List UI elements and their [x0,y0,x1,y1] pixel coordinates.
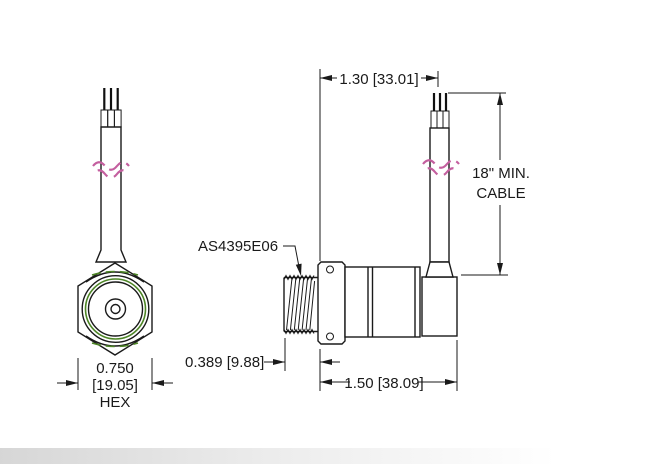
leader-line [283,245,301,273]
arrowhead-icon [445,379,457,385]
arrowhead-icon [273,359,285,365]
thread-length-dim-text: 0.389 [9.88] [185,354,264,371]
arrowhead-icon [152,380,164,386]
hex-chamfer-arc-bottom [85,335,145,347]
cable-wires-side [432,93,448,111]
arrowhead-icon [295,263,302,276]
width-dimension: 1.30 [33.01] [319,69,439,261]
hex-nut-side [317,261,346,345]
cable-break-lines-front [92,161,130,179]
wire-sleeves-side [430,110,450,129]
side-view [283,93,460,345]
orifice-outer-circle [104,298,127,320]
thread-crests-top [283,274,315,281]
arrowhead-icon [497,93,503,105]
cable-jacket [94,126,128,263]
cable-tube [429,127,450,263]
overall-length-dimension: 1.50 [38.09] [320,340,458,392]
break-squiggle [422,167,460,177]
cable-length-dimension: 18" MIN. CABLE [448,92,530,276]
thread-helix-lines [286,277,316,331]
orifice-inner-circle [110,303,121,315]
connector-spec-callout: AS4395E06 [198,238,302,276]
safety-wire-hole [326,265,334,274]
cable-end-block [421,276,458,337]
hex-dim-value: 0.750 [96,360,134,377]
thread-length-dimension: 0.389 [9.88] [185,338,340,391]
safety-wire-hole [326,332,334,341]
sensor-body [344,266,421,338]
hex-dimension: 0.750 [19.05] HEX [57,358,173,411]
arrowhead-icon [497,263,503,275]
cable-break-lines-side [422,159,460,177]
thread-crests-bottom [283,328,315,335]
cable-note-line2: CABLE [476,185,525,202]
arrowhead-icon [320,379,332,385]
width-dim-text: 1.30 [33.01] [339,71,418,88]
thread-circle [84,278,147,340]
hidden-thread-arc-bottom [91,342,139,348]
strain-relief-boot [425,261,454,278]
arrowhead-icon [426,75,438,81]
arrowhead-icon [66,380,78,386]
arrowhead-icon [320,75,332,81]
cable-wires [103,88,119,110]
hex-dim-suffix: HEX [100,394,131,411]
wire-sleeves [100,109,122,128]
port-inner-circle [87,281,144,337]
hidden-thread-arc-top [91,270,139,276]
overall-length-dim-text: 1.50 [38.09] [344,375,423,392]
hex-dim-metric: [19.05] [92,377,138,394]
front-view [77,88,153,356]
threaded-port [283,274,318,335]
break-squiggle [92,169,130,179]
port-outer-circle [81,275,150,344]
arrowhead-icon [320,359,332,365]
cable-note-line1: 18" MIN. [472,165,530,182]
break-squiggle [92,161,130,171]
break-squiggle [422,159,460,169]
hex-chamfer-arc-top [85,271,145,283]
connector-spec-label: AS4395E06 [198,238,278,255]
